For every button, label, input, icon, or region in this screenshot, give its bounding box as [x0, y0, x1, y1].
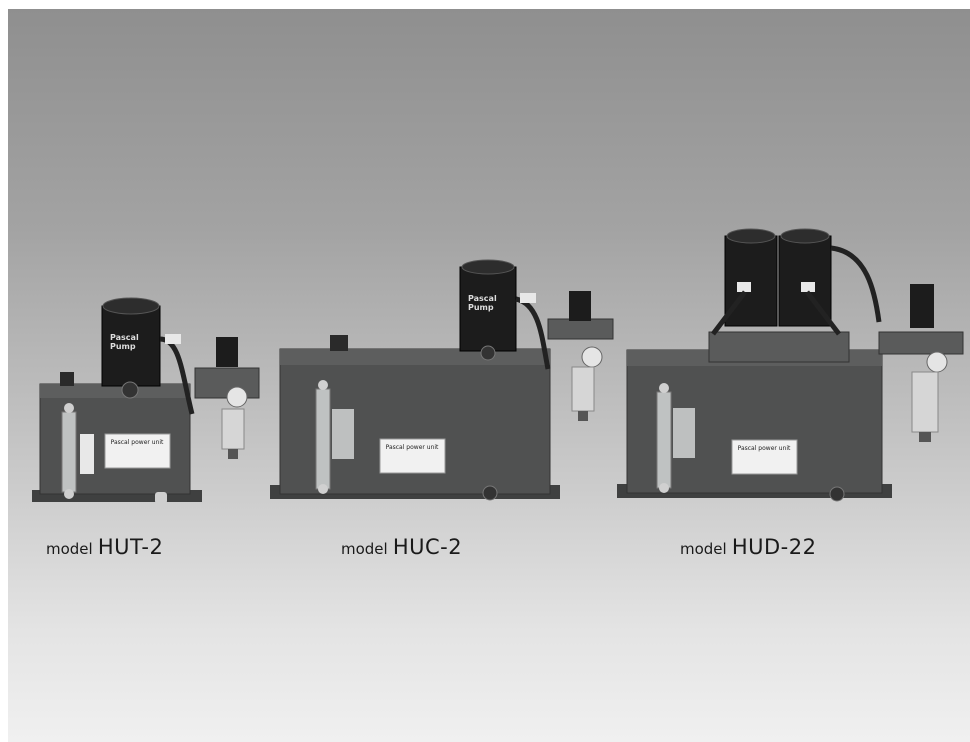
product-huc-2: Pascal power unit Pascal Pump — [270, 249, 625, 511]
huc-2-unit-image: Pascal power unit Pascal Pump — [270, 259, 614, 501]
hud-22-tank-label: Pascal power unit — [738, 445, 791, 452]
caption-hut-2: model HUT-2 — [46, 535, 163, 559]
caption-prefix: model — [46, 540, 93, 558]
caption-prefix: model — [680, 540, 727, 558]
model-name: HUT-2 — [97, 535, 164, 559]
hut-2-pump-label-2: Pump — [110, 342, 136, 351]
product-hut-2: Pascal power unit Pascal Pump — [30, 294, 280, 514]
caption-hud-22: model HUD-22 — [680, 535, 816, 559]
product-hud-22: Pascal power unit — [617, 222, 967, 512]
huc-2-pump-label-1: Pascal — [468, 294, 497, 303]
caption-huc-2: model HUC-2 — [341, 535, 462, 559]
huc-2-pump-label-2: Pump — [468, 303, 494, 312]
hut-2-pump-label-1: Pascal — [110, 333, 139, 342]
model-name: HUC-2 — [392, 535, 463, 559]
hut-2-tank-label: Pascal power unit — [111, 439, 164, 446]
product-photo: Pascal power unit Pascal Pump — [8, 9, 970, 742]
model-name: HUD-22 — [731, 535, 817, 559]
caption-prefix: model — [341, 540, 388, 558]
huc-2-tank-label: Pascal power unit — [386, 444, 439, 451]
hud-22-unit-image: Pascal power unit — [617, 228, 964, 502]
hut-2-unit-image: Pascal power unit Pascal Pump — [32, 297, 260, 504]
